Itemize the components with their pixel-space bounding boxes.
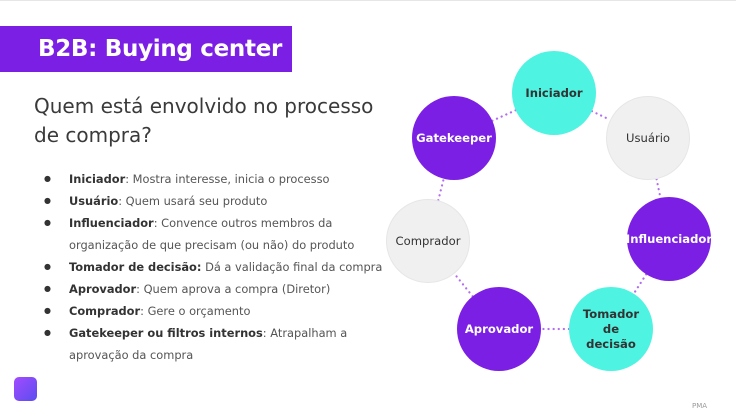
role-term: Iniciador	[69, 172, 126, 186]
role-term: Aprovador	[69, 282, 137, 296]
role-separator: :	[262, 326, 271, 340]
role-term: Tomador de decisão:	[69, 260, 202, 274]
node-usuario: Usuário	[606, 96, 690, 180]
role-description: Mostra interesse, inicia o processo	[132, 172, 330, 186]
role-item-influenciador: Influenciador: Convence outros membros d…	[44, 212, 389, 256]
node-label: Tomador de decisão	[582, 306, 640, 351]
title-band: B2B: Buying center	[0, 26, 292, 72]
role-description: Dá a validação final da compra	[205, 260, 383, 274]
role-description: Quem usará seu produto	[125, 194, 268, 208]
role-description: Convence outros membros da organização d…	[69, 216, 355, 252]
connector-line	[437, 177, 445, 202]
role-description: Quem aprova a compra (Diretor)	[143, 282, 331, 296]
role-item-comprador: Comprador: Gere o orçamento	[44, 300, 389, 322]
role-description: Atrapalham a aprovação da compra	[69, 326, 348, 362]
slide-subtitle: Quem está envolvido no processo de compr…	[34, 94, 374, 147]
top-divider	[0, 0, 736, 1]
role-term: Influenciador	[69, 216, 154, 230]
connector-line	[632, 273, 648, 295]
slide-title: B2B: Buying center	[38, 36, 283, 62]
role-separator: :	[118, 194, 126, 208]
node-tomador-de-decisao: Tomador de decisão	[569, 287, 653, 371]
role-item-iniciador: Iniciador: Mostra interesse, inicia o pr…	[44, 168, 389, 190]
footer-brand: PMA	[692, 402, 708, 410]
role-term: Usuário	[69, 194, 119, 208]
node-influenciador: Influenciador	[625, 197, 713, 281]
node-label: Gatekeeper	[416, 130, 492, 145]
connector-line	[590, 110, 612, 121]
role-separator: :	[136, 282, 144, 296]
role-item-tomador: Tomador de decisão: Dá a validação final…	[44, 256, 389, 278]
node-label: Influenciador	[625, 231, 713, 246]
node-label: Aprovador	[464, 321, 534, 336]
node-label: Iniciador	[525, 85, 583, 100]
pma-logo-icon	[14, 377, 37, 401]
connector-line	[453, 272, 474, 298]
connector-line	[655, 178, 662, 199]
node-aprovador: Aprovador	[457, 287, 541, 371]
node-comprador: Comprador	[386, 199, 470, 283]
role-list: Iniciador: Mostra interesse, inicia o pr…	[44, 168, 389, 366]
role-term: Comprador	[69, 304, 141, 318]
role-item-usuario: Usuário: Quem usará seu produto	[44, 190, 389, 212]
role-item-gatekeeper: Gatekeeper ou filtros internos: Atrapalh…	[44, 322, 389, 366]
node-gatekeeper: Gatekeeper	[412, 96, 496, 180]
role-separator: :	[140, 304, 148, 318]
node-iniciador: Iniciador	[512, 51, 596, 135]
node-label: Comprador	[395, 233, 461, 248]
role-term: Gatekeeper ou filtros internos	[69, 326, 263, 340]
connector-line	[491, 109, 517, 122]
role-description: Gere o orçamento	[147, 304, 251, 318]
node-label: Usuário	[625, 130, 671, 145]
role-separator: :	[153, 216, 162, 230]
role-separator: :	[125, 172, 133, 186]
role-item-aprovador: Aprovador: Quem aprova a compra (Diretor…	[44, 278, 389, 300]
